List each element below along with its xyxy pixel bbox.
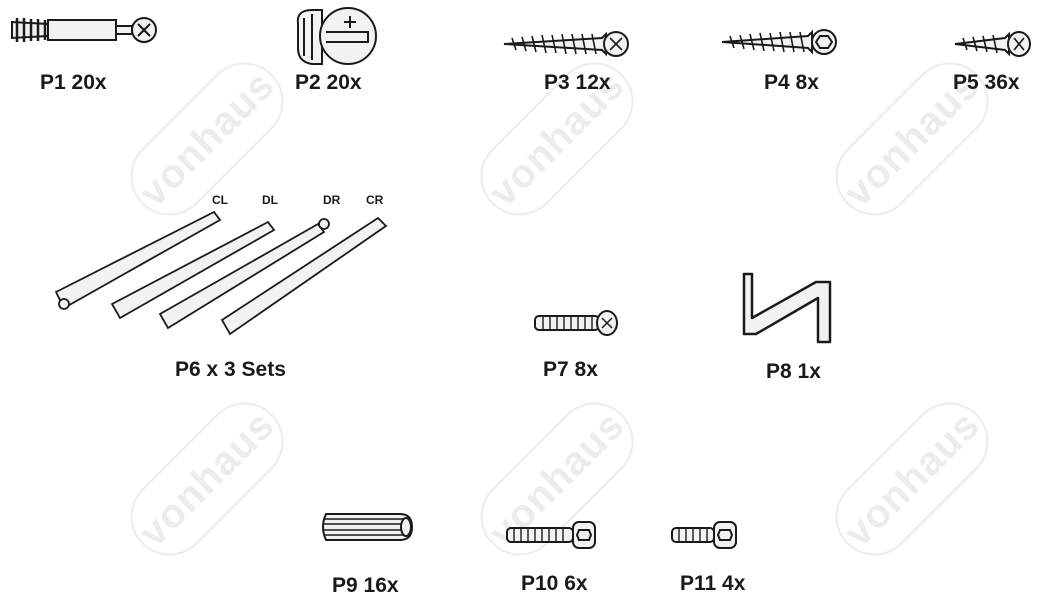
part-label: P10 6x [521, 572, 588, 595]
part-label: P8 1x [766, 360, 821, 383]
part-label: P7 8x [543, 358, 598, 381]
watermark-text: vonhaus [130, 62, 283, 215]
phillips-screw-icon [502, 28, 632, 60]
rail-tag: CL [212, 193, 228, 207]
short-hex-bolt-icon [670, 518, 740, 552]
rail-tag: DR [323, 193, 341, 207]
part-label: P1 20x [40, 71, 107, 94]
watermark: vonhaus [819, 386, 1005, 572]
wooden-dowel-icon [318, 510, 418, 544]
watermark-text: vonhaus [835, 402, 988, 555]
part-label: P6 x 3 Sets [175, 358, 286, 381]
long-hex-bolt-icon [505, 518, 600, 552]
part-label: P5 36x [953, 71, 1020, 94]
part-label: P3 12x [544, 71, 611, 94]
allen-key-icon [730, 268, 860, 348]
hex-screw-icon [720, 26, 840, 58]
part-label: P2 20x [295, 71, 362, 94]
part-label: P11 4x [680, 572, 746, 595]
part-label: P9 16x [332, 574, 399, 597]
cam-lock-icon [292, 4, 382, 70]
rail-tag: CR [366, 193, 384, 207]
drawer-runner-icon [50, 208, 395, 338]
rail-tag: DL [262, 193, 278, 207]
short-screw-icon [953, 28, 1033, 60]
watermark-text: vonhaus [130, 402, 283, 555]
watermark: vonhaus [114, 386, 300, 572]
part-label: P4 8x [764, 71, 819, 94]
cam-bolt-icon [8, 10, 158, 50]
machine-screw-icon [533, 308, 623, 338]
